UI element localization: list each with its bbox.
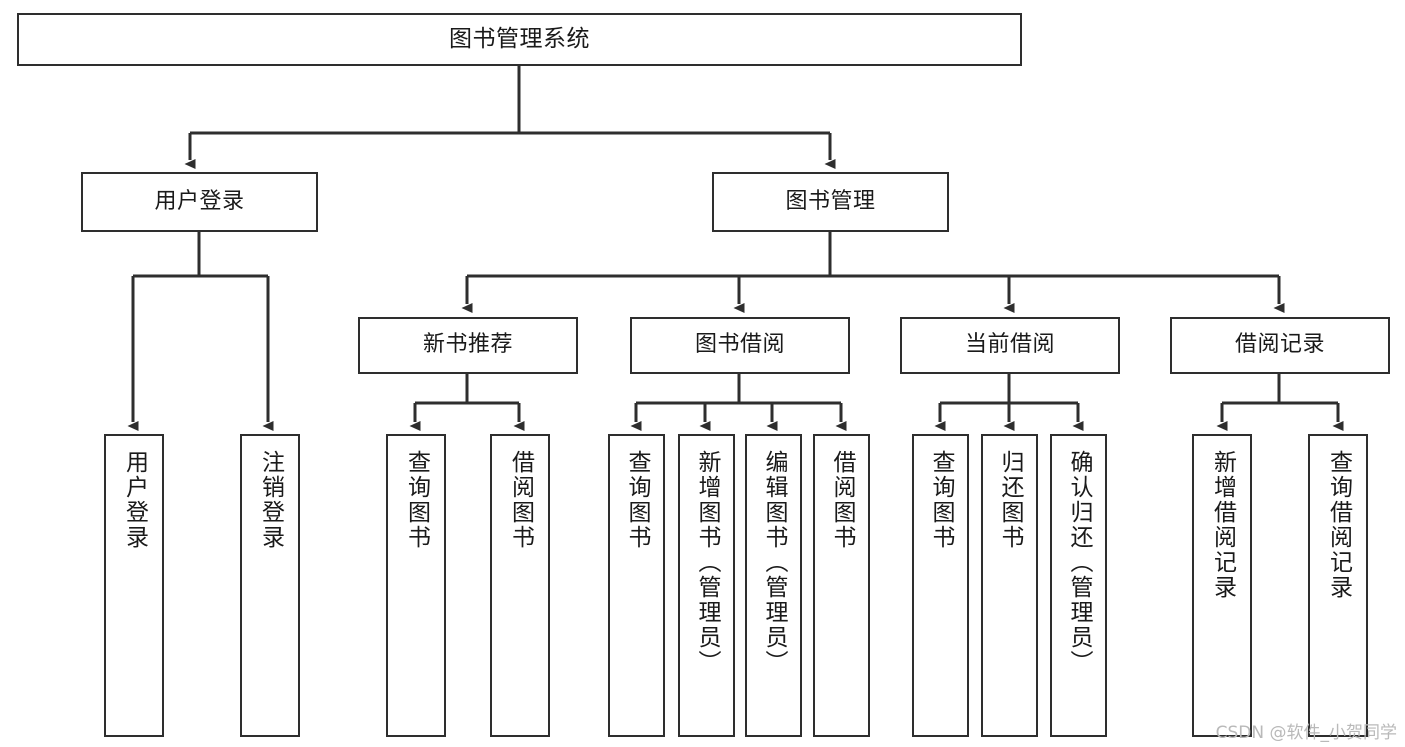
leaf-book-borrow-add-book-admin[interactable]: 新增图书（管理员） <box>678 434 735 737</box>
node-label: 注销登录 <box>257 450 284 550</box>
leaf-current-borrow-return-book[interactable]: 归还图书 <box>981 434 1038 737</box>
leaf-borrow-record-query-record[interactable]: 查询借阅记录 <box>1308 434 1368 737</box>
leaf-new-book-query-book[interactable]: 查询图书 <box>386 434 446 737</box>
node-label: 图书管理系统 <box>449 25 590 52</box>
node-label: 新书推荐 <box>422 332 513 358</box>
leaf-borrow-record-add-record[interactable]: 新增借阅记录 <box>1192 434 1252 737</box>
node-book-management[interactable]: 图书管理 <box>712 172 949 232</box>
node-label: 图书管理 <box>785 188 876 214</box>
node-label: 查询图书 <box>928 450 954 550</box>
leaf-user-login-login[interactable]: 用户登录 <box>104 434 164 737</box>
node-borrow-record[interactable]: 借阅记录 <box>1170 317 1390 374</box>
node-label: 确认归还（管理员） <box>1066 450 1092 675</box>
node-new-book-recommendation[interactable]: 新书推荐 <box>358 317 578 374</box>
node-label: 新增借阅记录 <box>1209 450 1236 600</box>
node-user-login[interactable]: 用户登录 <box>81 172 318 232</box>
node-label: 新增图书（管理员） <box>694 450 720 675</box>
node-label: 借阅图书 <box>507 450 534 550</box>
leaf-new-book-borrow-book[interactable]: 借阅图书 <box>490 434 550 737</box>
node-label: 图书借阅 <box>694 332 785 358</box>
node-label: 归还图书 <box>997 450 1023 550</box>
node-label: 借阅图书 <box>829 450 855 550</box>
leaf-current-borrow-confirm-return-admin[interactable]: 确认归还（管理员） <box>1050 434 1107 737</box>
node-label: 借阅记录 <box>1234 332 1325 358</box>
node-label: 查询图书 <box>624 450 650 550</box>
node-label: 查询借阅记录 <box>1325 450 1352 600</box>
node-label: 编辑图书（管理员） <box>761 450 787 675</box>
node-book-borrowing[interactable]: 图书借阅 <box>630 317 850 374</box>
leaf-user-login-logout[interactable]: 注销登录 <box>240 434 300 737</box>
node-label: 用户登录 <box>121 450 148 550</box>
node-root-book-management-system[interactable]: 图书管理系统 <box>17 13 1022 66</box>
node-label: 查询图书 <box>403 450 430 550</box>
node-current-borrowing[interactable]: 当前借阅 <box>900 317 1120 374</box>
node-label: 用户登录 <box>154 188 245 214</box>
leaf-book-borrow-edit-book-admin[interactable]: 编辑图书（管理员） <box>745 434 802 737</box>
leaf-book-borrow-borrow-book[interactable]: 借阅图书 <box>813 434 870 737</box>
node-label: 当前借阅 <box>964 332 1055 358</box>
leaf-current-borrow-query-book[interactable]: 查询图书 <box>912 434 969 737</box>
watermark-text: CSDN @软件_小贺同学 <box>1215 723 1397 743</box>
leaf-book-borrow-query-book[interactable]: 查询图书 <box>608 434 665 737</box>
